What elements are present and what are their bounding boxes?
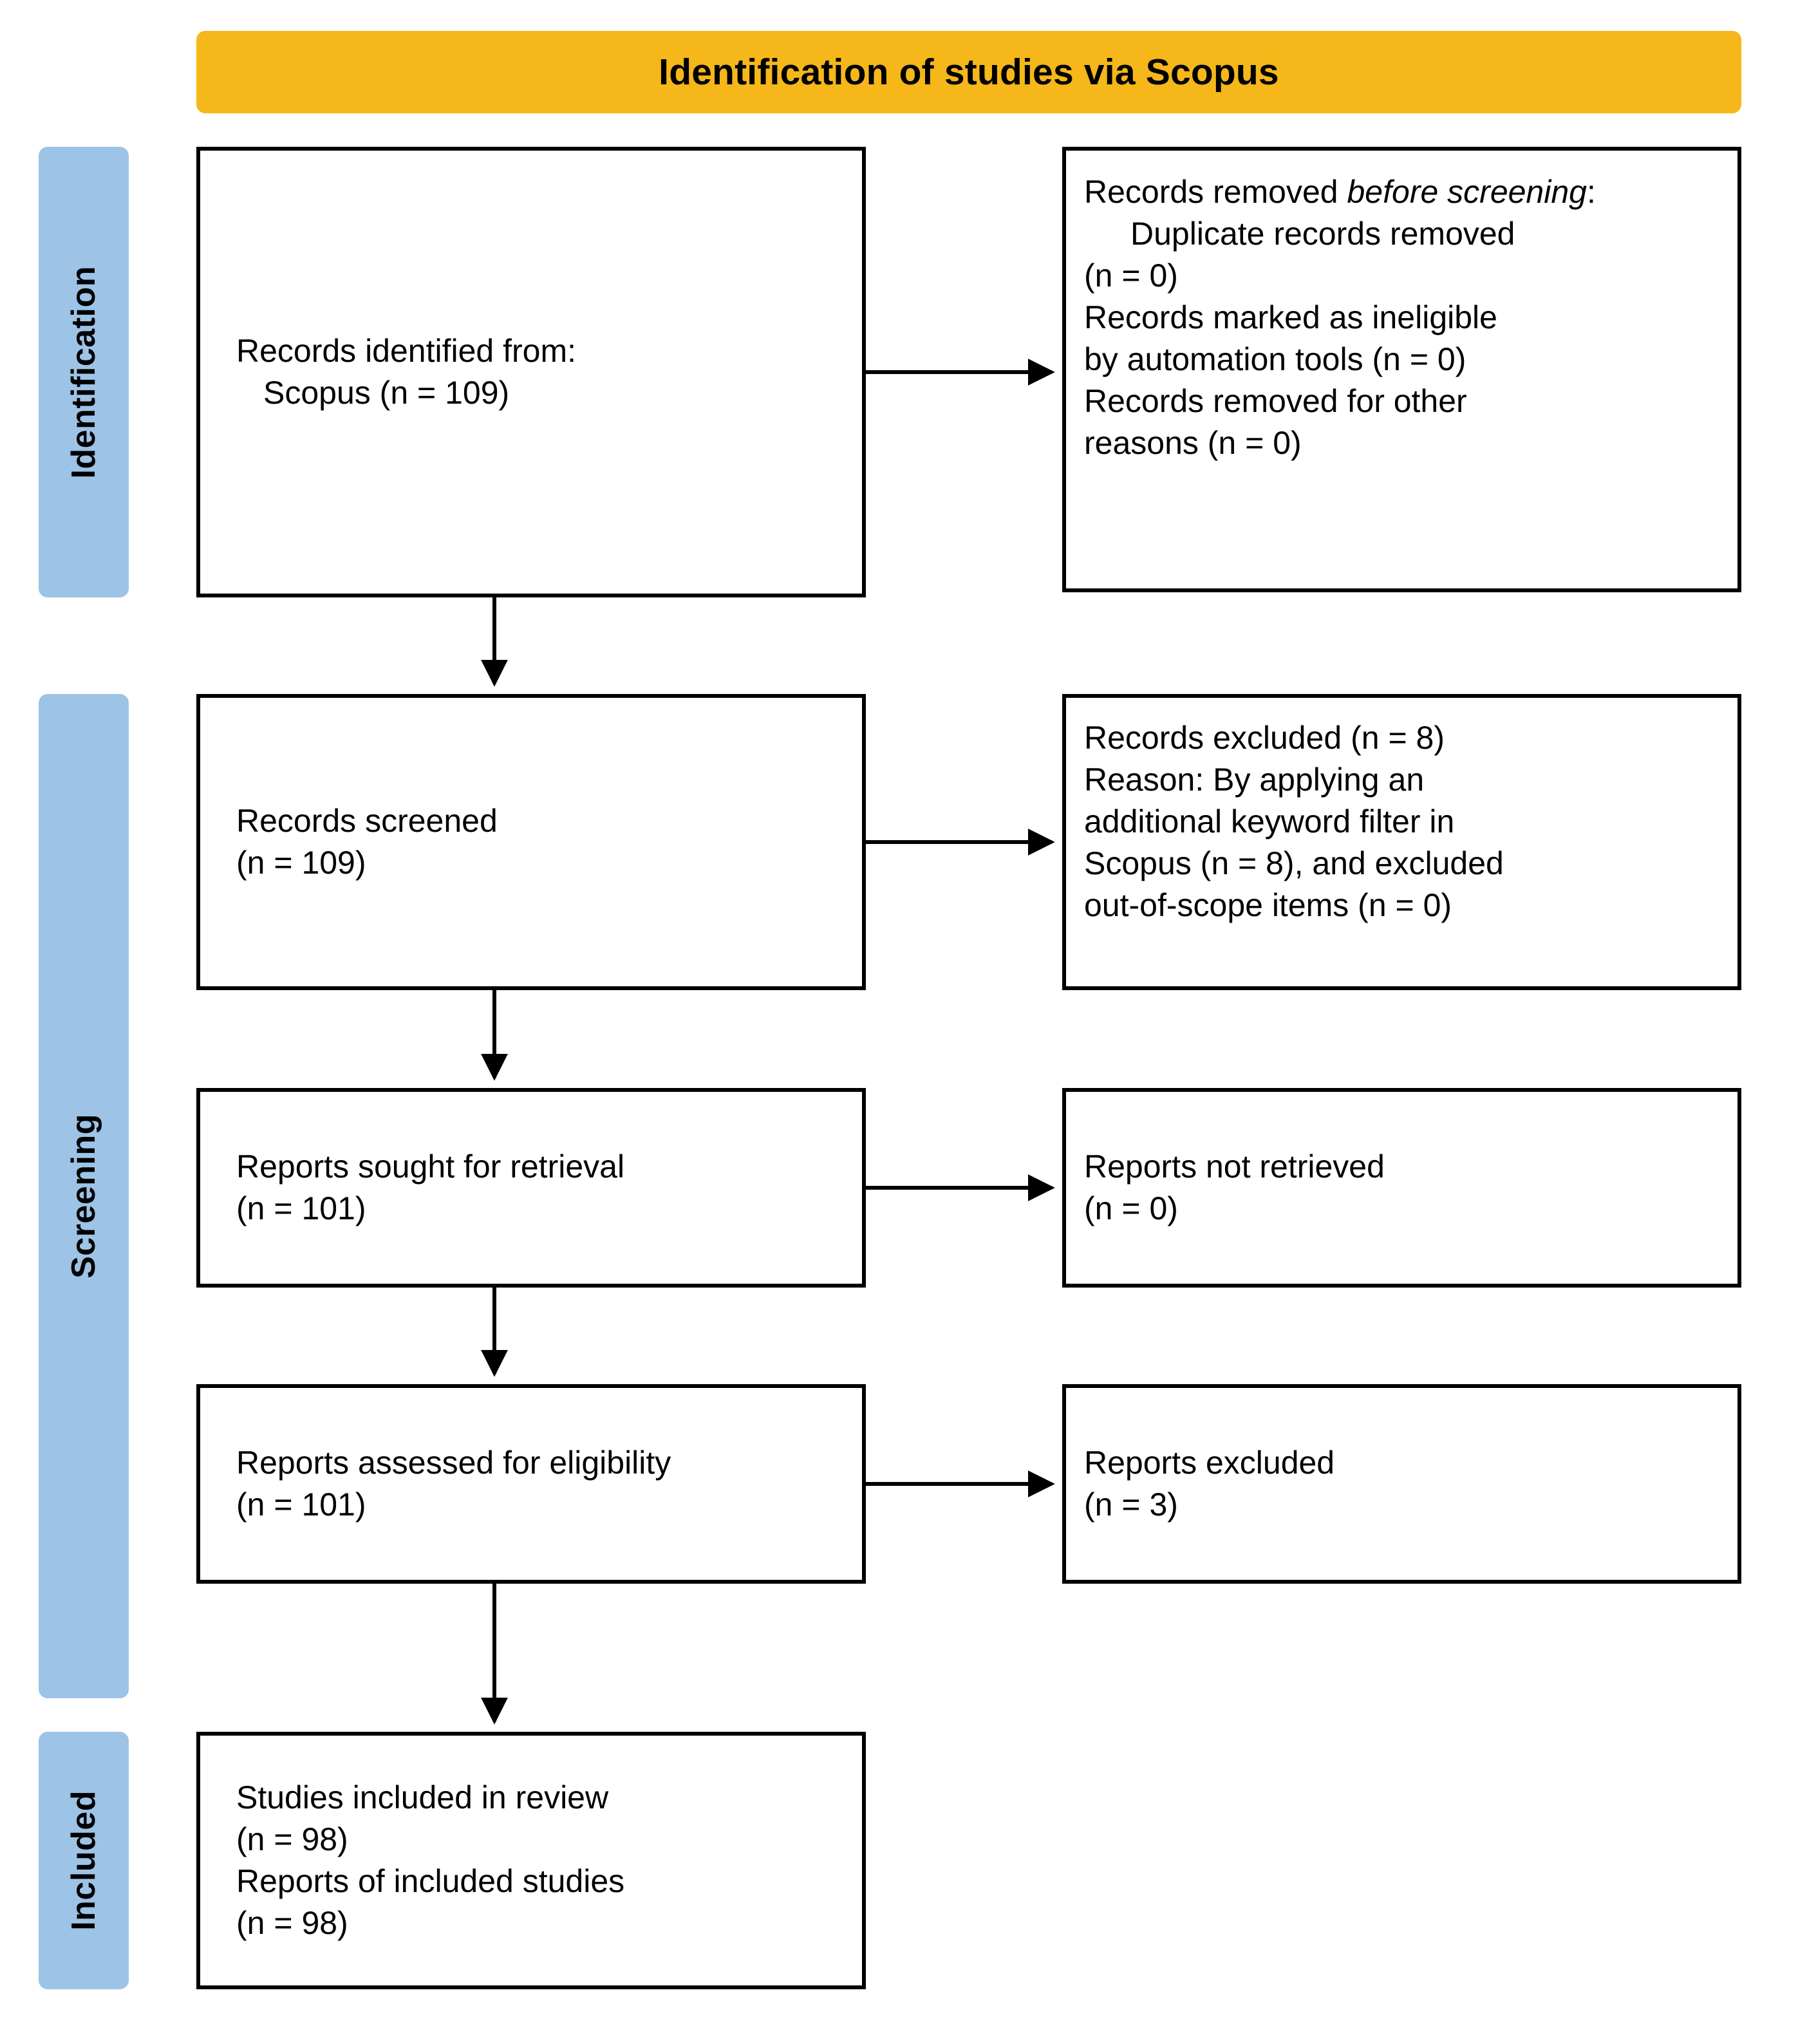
records-removed-heading-italic: before screening xyxy=(1347,174,1587,210)
reports-excluded-line2: (n = 3) xyxy=(1084,1486,1178,1523)
records-screened-line1: Records screened xyxy=(236,803,498,839)
stage-label-identification: Identification xyxy=(39,147,129,597)
node-records-identified: Records identified from: Scopus (n = 109… xyxy=(196,147,866,597)
studies-included-line1: Studies included in review xyxy=(236,1779,609,1815)
records-excluded-line5: out-of-scope items (n = 0) xyxy=(1084,887,1452,923)
records-removed-item3-line1: Records removed for other xyxy=(1084,383,1467,419)
node-studies-included: Studies included in review (n = 98) Repo… xyxy=(196,1732,866,1989)
node-records-screened-text: Records screened (n = 109) xyxy=(200,800,862,884)
node-records-removed: Records removed before screening: Duplic… xyxy=(1062,147,1741,592)
node-reports-excluded: Reports excluded (n = 3) xyxy=(1062,1384,1741,1584)
page-title: Identification of studies via Scopus xyxy=(659,52,1279,93)
records-identified-line1: Records identified from: xyxy=(236,333,577,369)
records-screened-line2: (n = 109) xyxy=(236,845,366,881)
stage-label-included: Included xyxy=(39,1732,129,1989)
reports-assessed-line2: (n = 101) xyxy=(236,1486,366,1523)
reports-sought-line1: Reports sought for retrieval xyxy=(236,1149,625,1185)
reports-sought-line2: (n = 101) xyxy=(236,1190,366,1226)
node-records-excluded: Records excluded (n = 8) Reason: By appl… xyxy=(1062,694,1741,990)
records-removed-heading-plain: Records removed xyxy=(1084,174,1347,210)
records-removed-item3-line2: reasons (n = 0) xyxy=(1084,425,1302,461)
records-identified-line2: Scopus (n = 109) xyxy=(263,375,510,411)
node-reports-assessed: Reports assessed for eligibility (n = 10… xyxy=(196,1384,866,1584)
diagram-header-bar: Identification of studies via Scopus xyxy=(196,31,1741,113)
studies-included-line3: Reports of included studies xyxy=(236,1863,625,1899)
records-removed-item1-line2: (n = 0) xyxy=(1084,258,1178,294)
records-removed-item1-line1: Duplicate records removed xyxy=(1130,216,1515,252)
records-excluded-line3: additional keyword filter in xyxy=(1084,803,1455,839)
records-excluded-line2: Reason: By applying an xyxy=(1084,762,1425,798)
stage-label-included-text: Included xyxy=(65,1790,102,1931)
node-reports-sought-text: Reports sought for retrieval (n = 101) xyxy=(200,1146,862,1230)
records-removed-item2-line1: Records marked as ineligible xyxy=(1084,299,1497,335)
node-reports-not-retrieved: Reports not retrieved (n = 0) xyxy=(1062,1088,1741,1288)
stage-label-identification-text: Identification xyxy=(65,265,102,479)
records-excluded-line1: Records excluded (n = 8) xyxy=(1084,720,1445,756)
node-reports-excluded-text: Reports excluded (n = 3) xyxy=(1066,1442,1737,1526)
reports-assessed-line1: Reports assessed for eligibility xyxy=(236,1445,671,1481)
records-removed-item2-line2: by automation tools (n = 0) xyxy=(1084,341,1466,377)
records-removed-heading-colon: : xyxy=(1586,174,1596,210)
node-records-screened: Records screened (n = 109) xyxy=(196,694,866,990)
reports-not-retrieved-line1: Reports not retrieved xyxy=(1084,1149,1385,1185)
stage-label-screening: Screening xyxy=(39,694,129,1698)
stage-label-screening-text: Screening xyxy=(65,1114,102,1279)
node-records-identified-text: Records identified from: Scopus (n = 109… xyxy=(200,330,862,414)
records-excluded-line4: Scopus (n = 8), and excluded xyxy=(1084,845,1504,881)
node-reports-sought: Reports sought for retrieval (n = 101) xyxy=(196,1088,866,1288)
studies-included-line2: (n = 98) xyxy=(236,1821,348,1857)
studies-included-line4: (n = 98) xyxy=(236,1905,348,1941)
reports-not-retrieved-line2: (n = 0) xyxy=(1084,1190,1178,1226)
node-records-removed-text: Records removed before screening: Duplic… xyxy=(1066,151,1737,464)
node-studies-included-text: Studies included in review (n = 98) Repo… xyxy=(200,1777,862,1944)
reports-excluded-line1: Reports excluded xyxy=(1084,1445,1335,1481)
node-records-excluded-text: Records excluded (n = 8) Reason: By appl… xyxy=(1066,698,1737,926)
node-reports-assessed-text: Reports assessed for eligibility (n = 10… xyxy=(200,1442,862,1526)
node-reports-not-retrieved-text: Reports not retrieved (n = 0) xyxy=(1066,1146,1737,1230)
